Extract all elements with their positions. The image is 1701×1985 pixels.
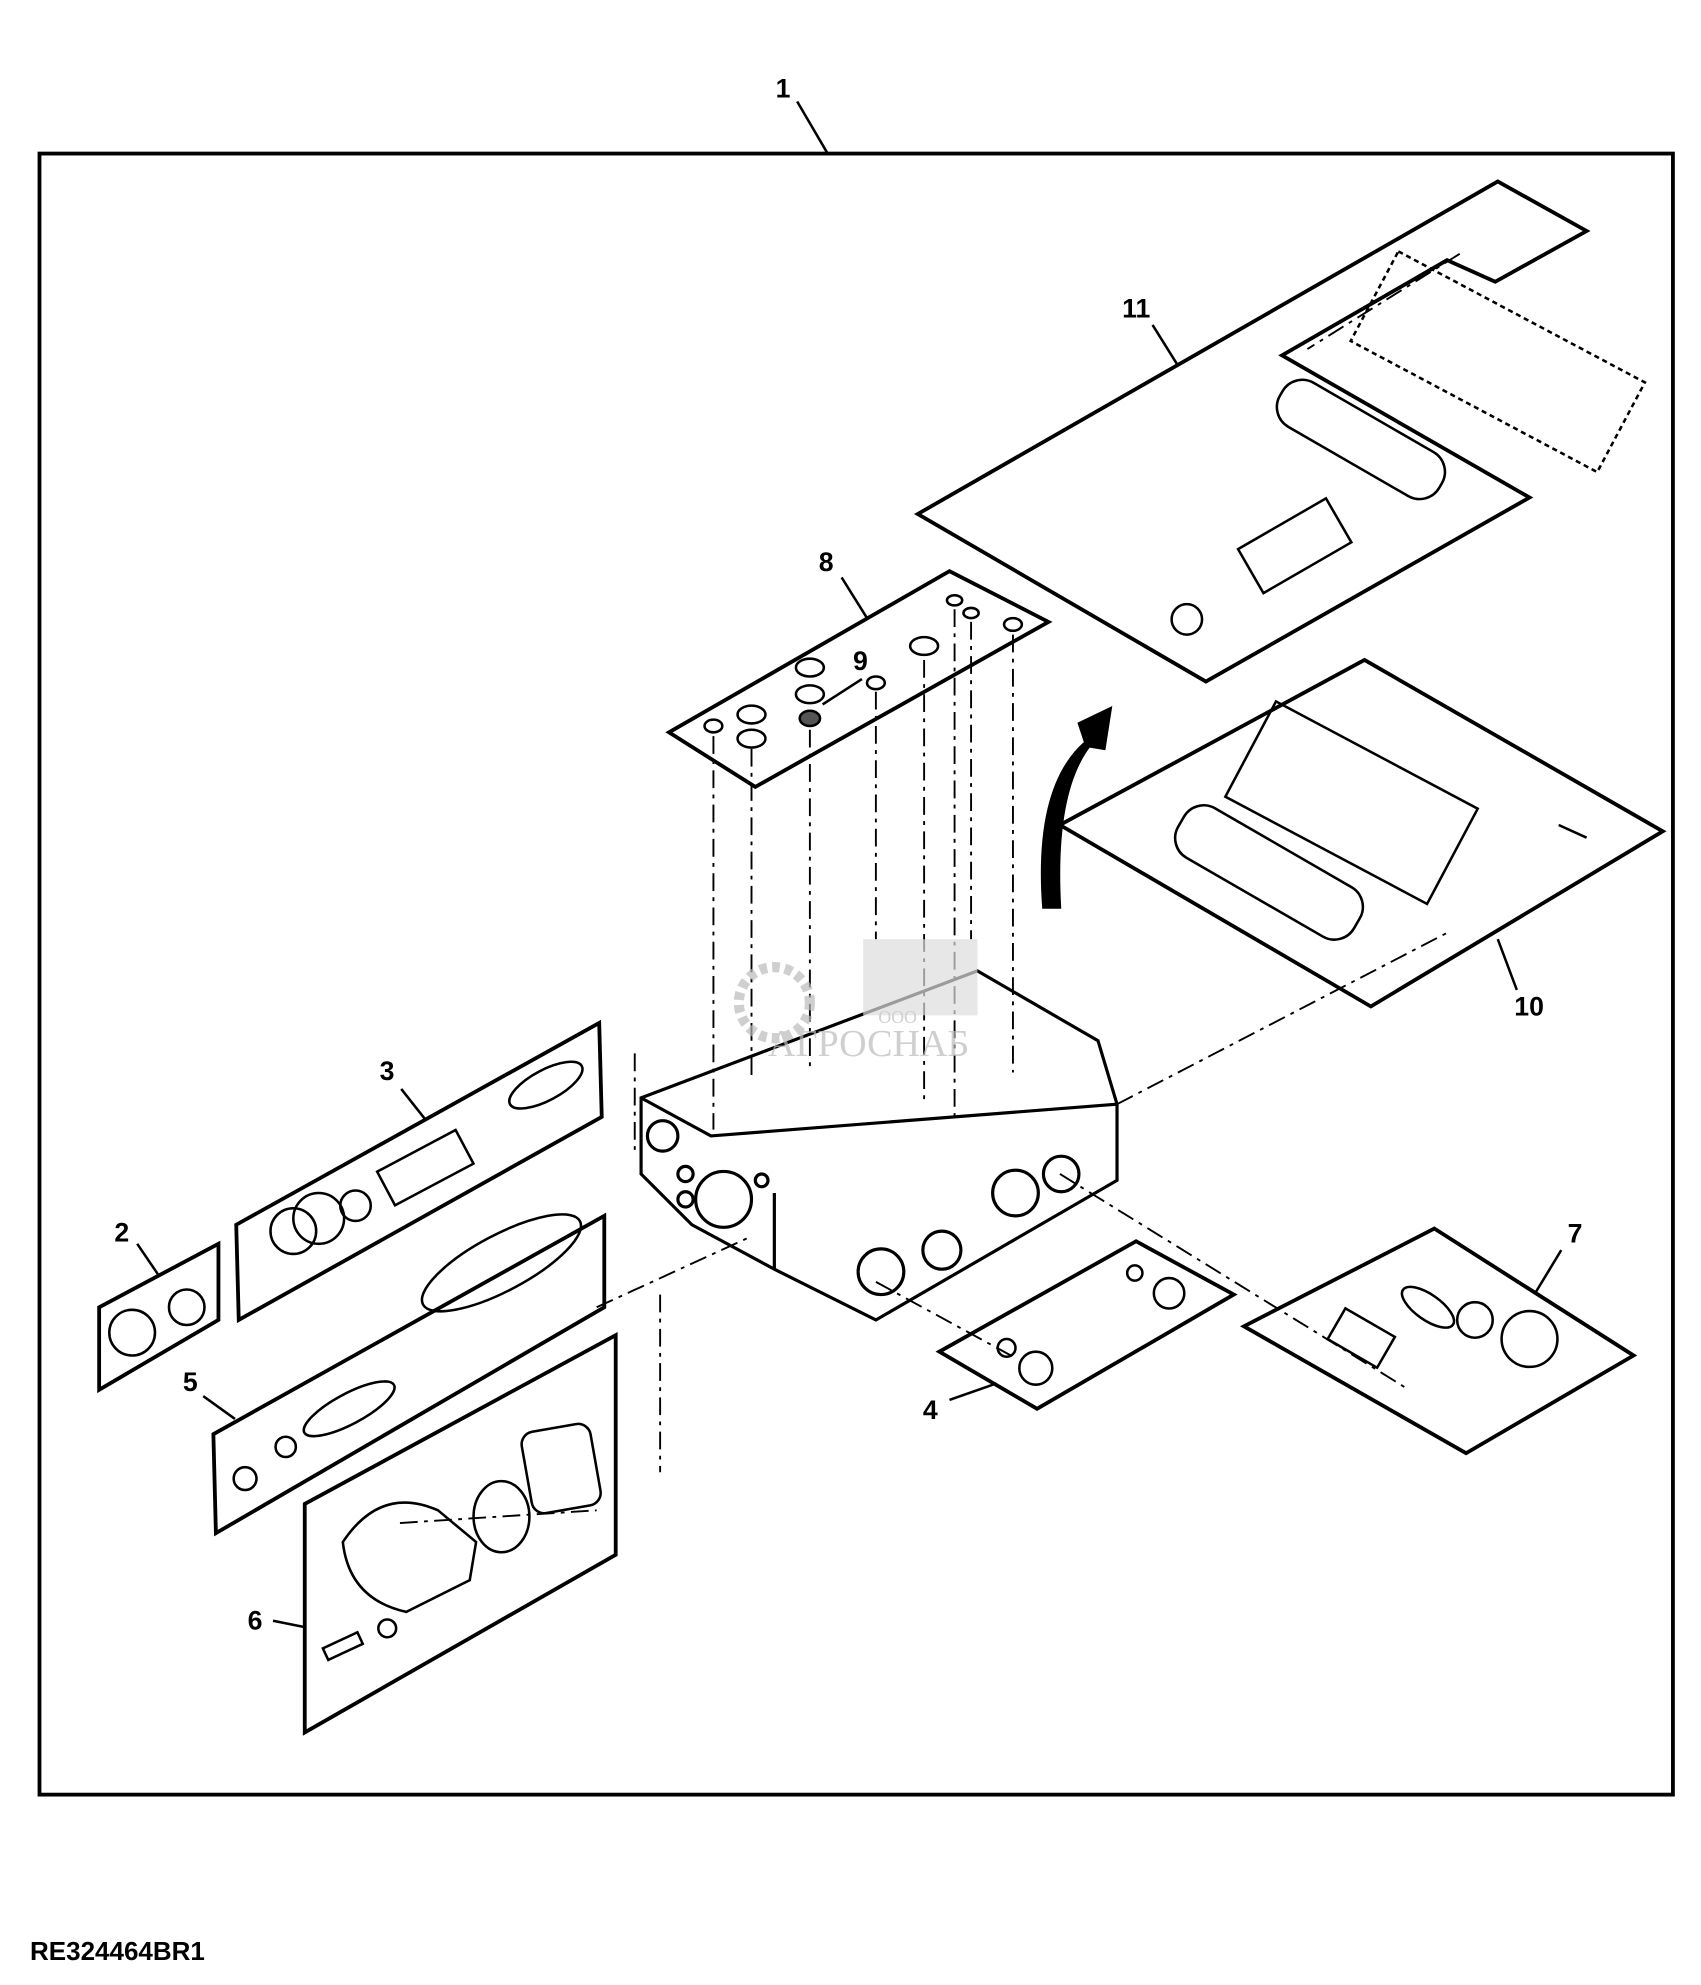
panel-8 <box>665 568 1053 790</box>
watermark-logo: ООО АГРОСНАБ <box>733 939 978 1065</box>
panel-6 <box>302 1331 618 1736</box>
assembly-frame <box>37 151 1675 1797</box>
callout-4: 4 <box>923 1395 938 1425</box>
callout-8: 8 <box>819 547 834 577</box>
panel-5 <box>211 1212 607 1537</box>
part-sketches <box>108 249 1647 1662</box>
figure-code: RE324464BR1 <box>30 1936 205 1966</box>
leader-1 <box>796 100 829 155</box>
panel-3 <box>234 1019 604 1324</box>
callout-1: 1 <box>776 74 791 104</box>
panel-4 <box>935 1239 1238 1411</box>
callout-2: 2 <box>114 1217 129 1247</box>
watermark-small: ООО <box>878 1007 917 1027</box>
dash-lines <box>399 253 1461 1524</box>
callout-10: 10 <box>1514 991 1544 1021</box>
panel-7 <box>1239 1226 1638 1456</box>
callout-11: 11 <box>1122 293 1150 323</box>
callout-5: 5 <box>183 1367 198 1397</box>
watermark-name: АГРОСНАБ <box>768 1023 969 1065</box>
valve-body <box>639 969 1119 1322</box>
callout-9: 9 <box>853 646 868 676</box>
panel-10 <box>1056 657 1667 1009</box>
callout-7: 7 <box>1568 1219 1583 1249</box>
callout-6: 6 <box>248 1606 263 1636</box>
panel-2 <box>97 1240 221 1394</box>
panel-11 <box>913 179 1591 684</box>
leaders <box>136 324 1563 1629</box>
gasket-holes <box>703 593 1024 749</box>
callout-3: 3 <box>380 1056 395 1086</box>
